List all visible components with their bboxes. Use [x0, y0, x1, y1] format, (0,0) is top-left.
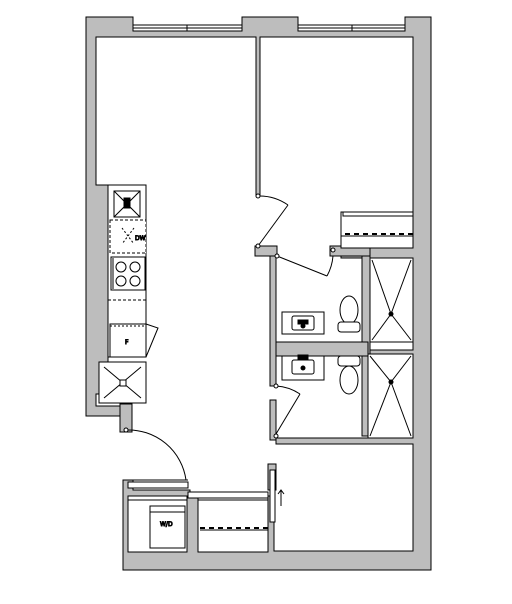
wall-stubs — [119, 245, 371, 491]
bathroom-2-door — [275, 393, 301, 435]
toilet-1 — [337, 295, 361, 333]
bathroom-1-door — [276, 255, 328, 277]
fridge-label: F — [125, 339, 129, 346]
exterior-wall — [85, 16, 432, 571]
windows — [132, 24, 406, 32]
shower-2 — [367, 353, 414, 439]
doors — [123, 193, 336, 499]
shower-1 — [369, 257, 414, 343]
bedroom-door — [257, 204, 289, 247]
bedroom-closet — [340, 211, 414, 249]
bathroom-1 — [281, 257, 414, 343]
dishwasher-label: DW — [135, 235, 146, 242]
washer-dryer-label: W/D — [160, 521, 173, 528]
closet-door — [127, 481, 189, 489]
bathroom-2 — [281, 353, 414, 439]
cooktop — [110, 256, 146, 291]
toilet-2 — [337, 355, 361, 395]
laundry: W/D — [127, 469, 285, 553]
dishwasher — [109, 219, 147, 254]
kitchen: DW F — [98, 184, 159, 404]
walls — [85, 16, 432, 571]
washer-dryer — [149, 505, 186, 549]
fridge — [109, 323, 147, 358]
